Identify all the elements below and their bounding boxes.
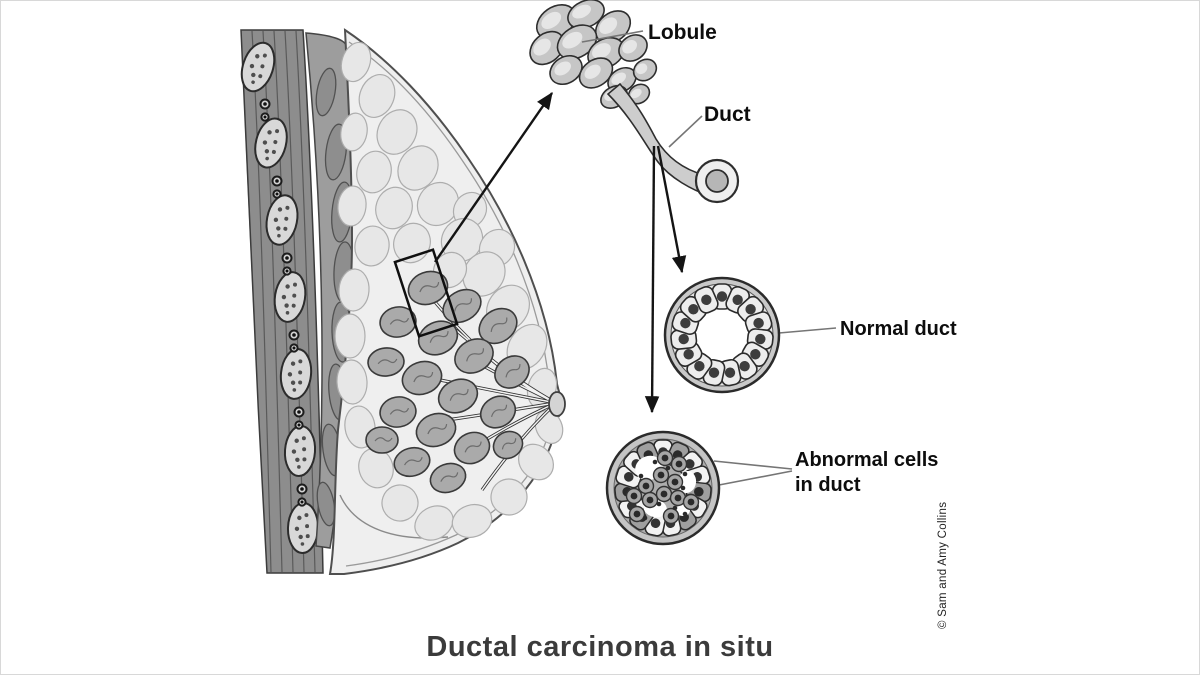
abnormal-duct-diagram xyxy=(605,430,721,546)
abnormal-cells-label-line1: Abnormal cells xyxy=(795,449,939,471)
normal-duct-label: Normal duct xyxy=(840,318,957,340)
duct-opening-lumen xyxy=(705,169,729,193)
figure-title: Ductal carcinoma in situ xyxy=(426,631,774,663)
arrow-duct-to-normal-icon xyxy=(656,145,687,274)
duct-tube xyxy=(606,82,712,198)
abnormal-cells-label: Abnormal cells in duct xyxy=(795,448,965,498)
nipple xyxy=(548,391,566,417)
duct-label: Duct xyxy=(704,103,751,126)
glandular-lobes xyxy=(365,270,530,494)
leader-lines xyxy=(581,30,837,486)
abnormal-cells-label-line2: in duct xyxy=(795,474,861,496)
breast-cross-section xyxy=(240,28,566,575)
intercostal-vessels xyxy=(259,98,308,507)
arrow-box-to-lobule-icon xyxy=(434,92,553,263)
arrow-duct-to-abnormal-icon xyxy=(644,145,660,414)
annotation-arrows xyxy=(434,92,687,414)
lobule-label: Lobule xyxy=(648,21,717,44)
normal-duct-diagram xyxy=(663,276,781,394)
artist-credit: © Sam and Amy Collins xyxy=(937,501,949,629)
zoom-region-box xyxy=(393,248,459,338)
lobule-diagram xyxy=(529,0,740,204)
